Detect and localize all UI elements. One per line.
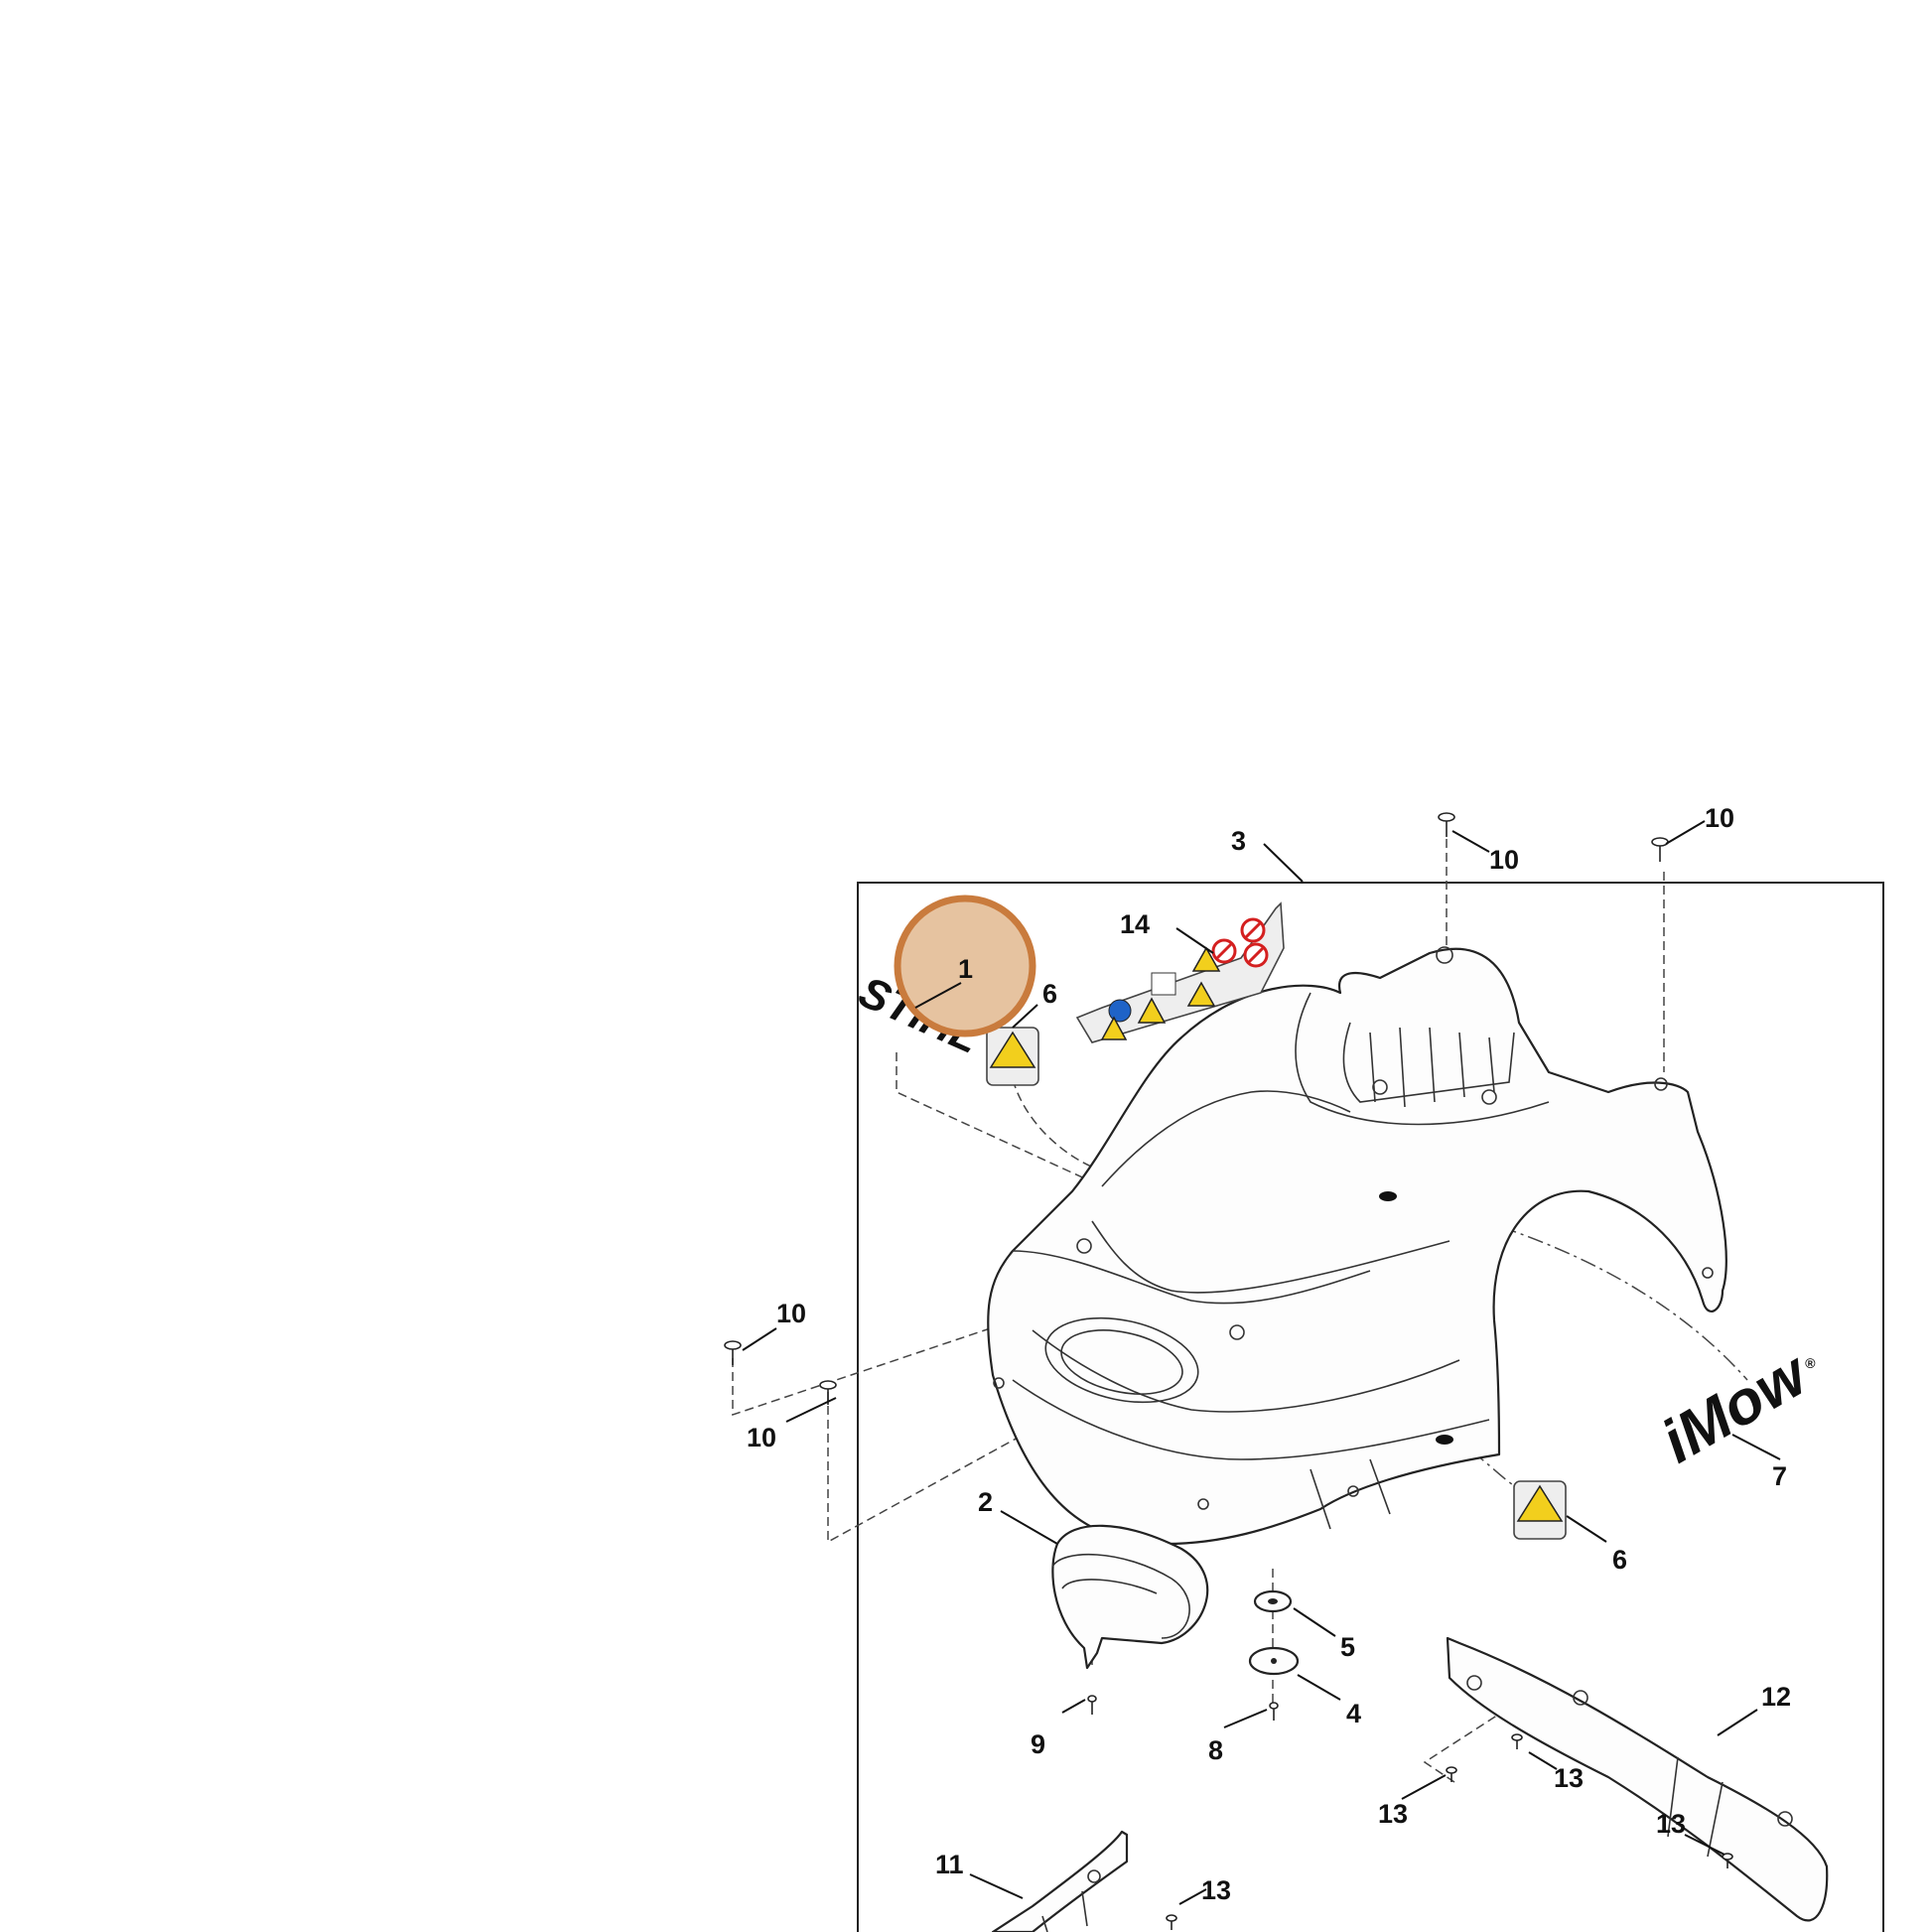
- prohibition-icon: [1211, 938, 1237, 964]
- safety-sticker-part: [1075, 901, 1285, 1043]
- upper-housing-part: [987, 946, 1727, 1546]
- callout-8[interactable]: 8: [1208, 1735, 1223, 1765]
- callout-14[interactable]: 14: [1120, 909, 1150, 939]
- warning-triangle-icon: [1137, 997, 1167, 1024]
- prohibition-icon: [1243, 942, 1269, 968]
- warning-label-6-lower: [1513, 1480, 1567, 1540]
- callout-13-left[interactable]: 13: [1378, 1799, 1408, 1829]
- callout-5[interactable]: 5: [1340, 1632, 1355, 1662]
- front-lens-part: [1051, 1524, 1209, 1670]
- side-strip-part: [991, 1830, 1129, 1932]
- warning-triangle-icon: [1100, 1016, 1128, 1040]
- warning-label-6-upper: [986, 1027, 1039, 1086]
- rear-bumper-part: [1446, 1636, 1829, 1922]
- callout-10-left-lower[interactable]: 10: [747, 1423, 776, 1452]
- callout-4[interactable]: 4: [1346, 1699, 1361, 1728]
- prohibition-icon: [1240, 917, 1266, 943]
- callout-9[interactable]: 9: [1031, 1729, 1045, 1759]
- svg-text:®: ®: [1805, 1355, 1816, 1371]
- screws: [724, 812, 1733, 1930]
- diagram-frame: [857, 882, 1884, 1932]
- callout-10-top-right[interactable]: 10: [1705, 803, 1734, 833]
- callout-12[interactable]: 12: [1761, 1682, 1791, 1712]
- callout-13-middle[interactable]: 13: [1554, 1763, 1584, 1793]
- callout-6-upper[interactable]: 6: [1042, 979, 1057, 1009]
- callout-2[interactable]: 2: [978, 1487, 993, 1517]
- callout-labels: 2 3 4 5 6 6 7 8 9 10 10 10 10 11 12 13 1…: [747, 803, 1791, 1905]
- callout-10-left[interactable]: 10: [776, 1299, 806, 1328]
- callout-11[interactable]: 11: [935, 1850, 964, 1879]
- washer-part: [1253, 1589, 1293, 1613]
- disc-part: [1248, 1646, 1300, 1676]
- warning-triangle-icon: [1516, 1484, 1564, 1522]
- callout-13-right[interactable]: 13: [1656, 1809, 1686, 1839]
- callout-6-lower[interactable]: 6: [1612, 1545, 1627, 1575]
- warning-triangle-icon: [989, 1031, 1036, 1068]
- warning-triangle-icon: [1186, 981, 1216, 1007]
- warning-triangle-icon: [1191, 946, 1221, 972]
- imow-logo-part: iMow ®: [1651, 1338, 1822, 1476]
- callout-1[interactable]: 1: [958, 954, 973, 984]
- callout-3[interactable]: 3: [1231, 826, 1246, 856]
- callout-13-bottom[interactable]: 13: [1201, 1875, 1231, 1905]
- mandatory-blue-icon: [1108, 999, 1132, 1023]
- svg-text:iMow: iMow: [1651, 1338, 1822, 1476]
- callout-10-top[interactable]: 10: [1489, 845, 1519, 875]
- callout-1-highlight[interactable]: 1: [894, 895, 1036, 1037]
- callout-7[interactable]: 7: [1772, 1461, 1787, 1491]
